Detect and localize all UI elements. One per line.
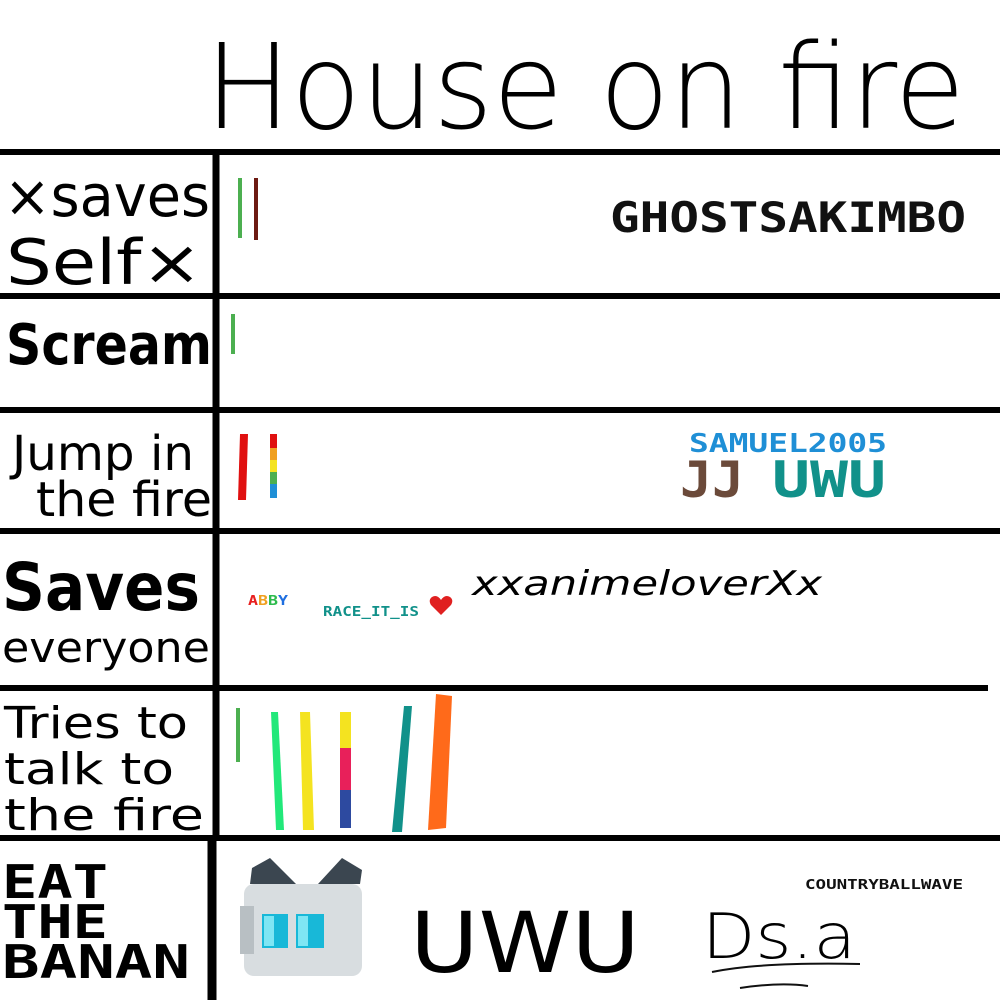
entry-mark-dark-red (254, 178, 258, 240)
entry-uwu-big: UWU (410, 894, 640, 992)
row-label-line: the fire (4, 790, 204, 841)
row-label-line: Tries to (3, 698, 188, 749)
abby-letter: B (268, 594, 278, 609)
entry-mark-tricolor (340, 712, 351, 748)
entry-mark-rainbow (270, 484, 277, 498)
entry-mark-rainbow (270, 472, 277, 484)
entry-jj: JJ (680, 451, 744, 509)
row-label-saves-self: ×saves Self× (4, 162, 210, 299)
entry-mark-teal (392, 706, 412, 832)
row-scream-entries (231, 314, 235, 354)
row-label-saves-everyone: Saves everyone (2, 549, 210, 672)
abby-letter: B (258, 594, 268, 609)
abby-letter: Y (278, 594, 288, 609)
row-saves-self-entries: GHOSTSAKIMBO (238, 178, 966, 242)
row-label-jump-in-the-fire: Jump in the fire (9, 426, 212, 528)
cat-ear (318, 858, 362, 884)
entry-uwu-small: UWU (772, 451, 886, 509)
entry-mark-green (231, 314, 235, 354)
entry-mark-tricolor (340, 748, 351, 790)
grid-lines (0, 149, 1000, 1000)
row-label-line: Self× (6, 226, 202, 299)
row-label-line: Jump in (9, 426, 194, 482)
row-label-eat-the-banan: EAT THE BANAN (2, 855, 190, 989)
row-label-line: BANAN (2, 935, 190, 989)
entry-xxanimeloverxx: xxanimeloverXx (471, 564, 823, 604)
abby-letter: A (248, 594, 258, 609)
entry-ghostsakimbo: GHOSTSAKIMBO (610, 193, 966, 242)
entry-samuel2005: SAMUEL2005 (689, 429, 887, 459)
row-label-line: Scream (6, 313, 212, 378)
row-label-line: THE (2, 895, 108, 949)
cat-eye-shine (264, 916, 274, 946)
entry-countryballwave: COUNTRYBALLWAVE (805, 878, 963, 893)
heart-icon (429, 596, 453, 615)
row-eat-the-banan-entries: UWU COUNTRYBALLWAVE Ds.a (240, 858, 963, 992)
row-label-line: everyone (2, 623, 210, 672)
entry-mark-rainbow (270, 460, 277, 472)
row-label-line: EAT (2, 855, 108, 909)
row-label-line: the fire (36, 472, 212, 528)
cat-eye-shine (298, 916, 308, 946)
entry-mark-yellow (300, 712, 314, 830)
entry-mark-rainbow (270, 434, 277, 448)
row-label-line: talk to (4, 744, 174, 795)
entry-mark-red (238, 434, 248, 500)
entry-mark-green (238, 178, 242, 238)
cat-head-shade (240, 906, 254, 954)
signature-underline (711, 962, 861, 989)
row-label-tries-to-talk: Tries to talk to the fire (3, 698, 204, 841)
entry-race-it-is: RACE_IT_IS (323, 605, 419, 620)
cat-face-icon (240, 858, 362, 976)
entry-mark-rainbow (270, 448, 277, 460)
row-tries-to-talk-entries (236, 694, 452, 832)
cat-ear (250, 858, 296, 884)
chart-title: House on fire (205, 18, 965, 156)
entry-mark-bright-green (271, 712, 284, 830)
row-label-scream: Scream (6, 313, 212, 378)
entry-mark-orange (428, 694, 452, 830)
row-jump-entries: SAMUEL2005 JJ UWU (238, 429, 887, 509)
entry-dsa: Ds.a (702, 900, 856, 973)
row-label-line: Saves (2, 549, 200, 626)
row-label-line: ×saves (4, 162, 210, 230)
entry-mark-tricolor (340, 790, 351, 828)
entry-mark-green (236, 708, 240, 762)
